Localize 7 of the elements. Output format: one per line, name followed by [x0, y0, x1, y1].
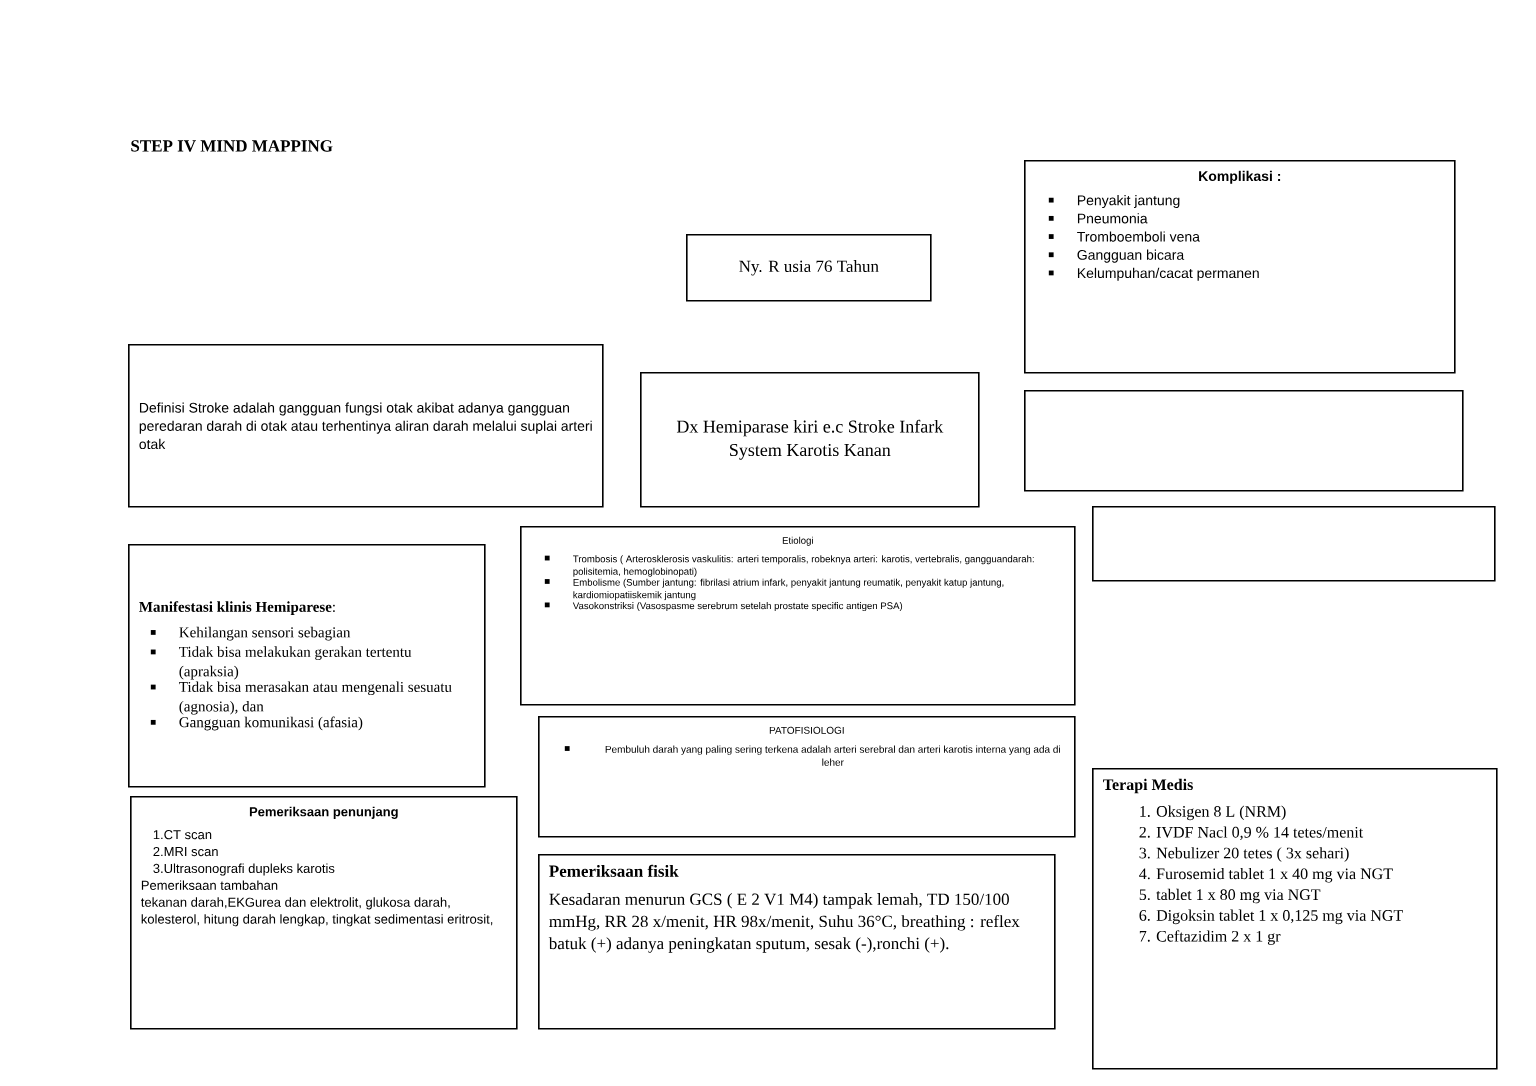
empty-box [1024, 390, 1464, 492]
text-box: Pemeriksaan fisik Kesadaran menurun GCS ( E 2 V1 M4) tampak lemah, TD 150/100 mmHg, RR 28 x/menit, HR 98x/menit, Suhu 36°C, breathing : reflex batuk (+) adanya peningkatan sputum, sesak (-),ronchi (+). [538, 854, 1056, 1030]
text-box: Ny. R usia 76 Tahun [686, 234, 932, 302]
text-box: Dx Hemiparase kiri e.c Stroke Infark System Karotis Kanan [640, 372, 980, 508]
text-box: Terapi Medis 1. Oksigen 8 L (NRM) 2. IVDF Nacl 0,9 % 14 tetes/menit 3. Nebulizer 20 tetes ( 3x sehari) 4. Furosemid tablet 1 x 40 mg via NGT 5. tablet 1 x 80 mg via NGT 6. Digoksin tablet 1 x 0,125 mg via NGT 7. Ceftazidim 2 x 1 gr [1092, 768, 1498, 1070]
title: STEP IV MIND MAPPING [131, 140, 333, 152]
empty-box [1092, 506, 1496, 582]
